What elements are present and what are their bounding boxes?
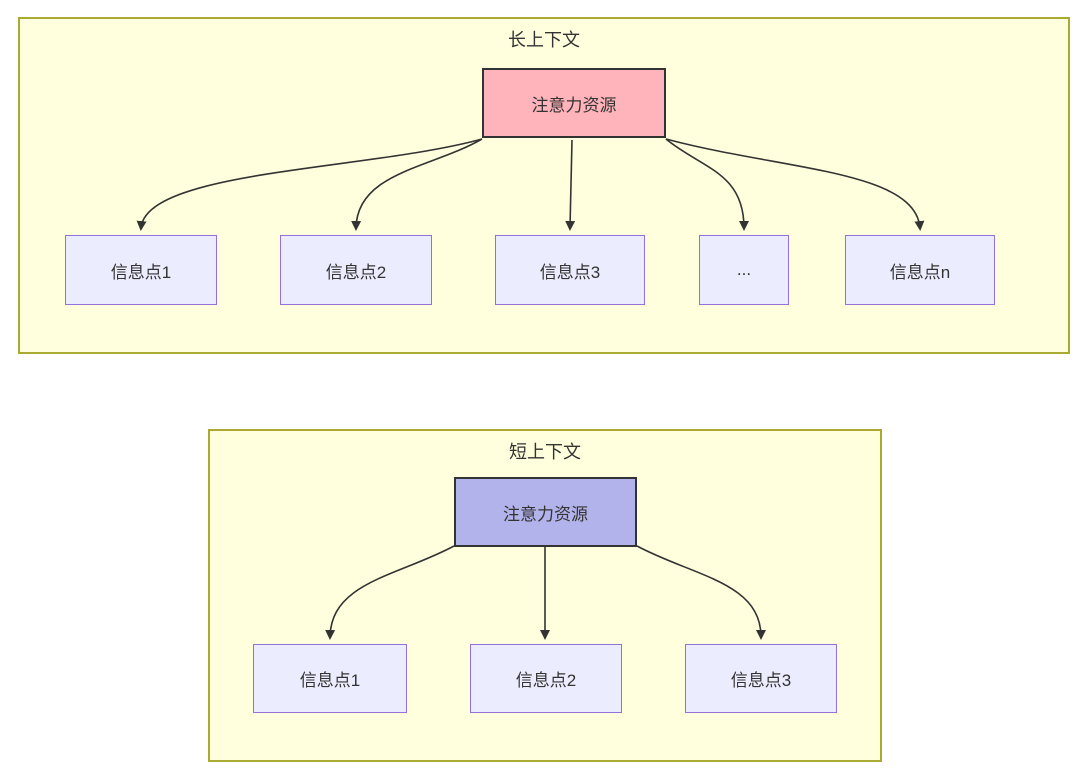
long-info-node-1: 信息点1	[65, 235, 217, 305]
long-info-node-n: 信息点n	[845, 235, 995, 305]
long-info-node-2: 信息点2	[280, 235, 432, 305]
long-info-node-ellipsis: ...	[699, 235, 789, 305]
short-info-node-1: 信息点1	[253, 644, 407, 713]
short-info-node-2: 信息点2	[470, 644, 622, 713]
long-attention-node: 注意力资源	[482, 68, 666, 138]
long-context-title: 长上下文	[508, 30, 580, 50]
long-info-node-3: 信息点3	[495, 235, 645, 305]
short-context-title: 短上下文	[509, 442, 581, 462]
short-attention-node: 注意力资源	[454, 477, 637, 547]
short-info-node-3: 信息点3	[685, 644, 837, 713]
